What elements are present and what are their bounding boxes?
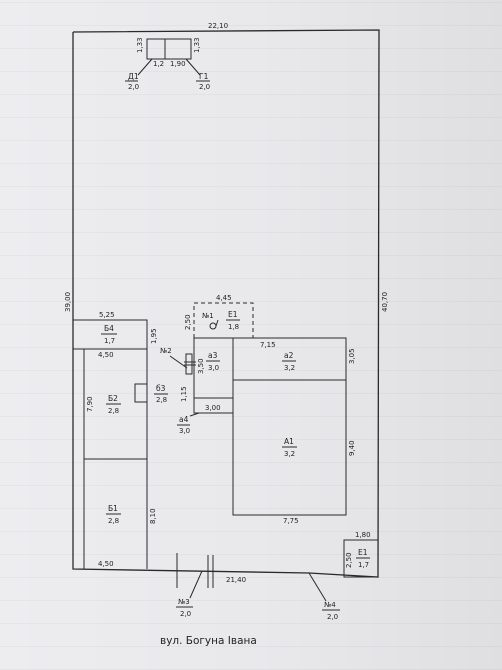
building-b3-value: 2,8 bbox=[156, 396, 167, 404]
well-label: №1 bbox=[202, 312, 214, 320]
main-house-outline bbox=[193, 337, 347, 516]
shed-g1-leader bbox=[185, 58, 201, 76]
structure-e1-bottom-height: 2,50 bbox=[345, 552, 353, 568]
room-a4-label: а4 bbox=[179, 415, 189, 424]
structure-e1-width: 4,45 bbox=[216, 294, 232, 302]
fence-n4-value: 2,0 bbox=[327, 613, 338, 621]
structure-e1-value: 1,8 bbox=[228, 323, 239, 331]
room-a2-label: а2 bbox=[284, 351, 294, 360]
plot-right-dimension: 40,70 bbox=[381, 292, 389, 312]
shed-g1-value: 2,0 bbox=[199, 83, 210, 91]
plot-bottom-dimension: 21,40 bbox=[226, 576, 246, 584]
gate-n3-label: №3 bbox=[178, 598, 190, 606]
shed-d1-left-dimension: 1,33 bbox=[136, 37, 144, 53]
building-b3-annex bbox=[134, 383, 148, 403]
structure-e1-bottom-outline bbox=[343, 539, 379, 578]
street-name: вул. Богуна Івана bbox=[160, 635, 257, 647]
building-b3-label: б3 bbox=[156, 384, 166, 393]
building-b1-side-dimension: 8,10 bbox=[149, 508, 157, 524]
plot-left-dimension: 39,00 bbox=[64, 292, 72, 312]
structure-e1-bottom-label: Е1 bbox=[358, 548, 368, 557]
building-b2-value: 2,8 bbox=[108, 407, 119, 415]
building-b4-side-dimension: 1,95 bbox=[150, 328, 158, 344]
main-house: а3 3,0 3,50 1,15 3,00 а4 3,0 7,15 а2 3,2… bbox=[177, 337, 356, 525]
building-b-group: 5,25 Б4 1,7 1,95 4,50 7,90 Б2 2,8 б3 2,8… bbox=[73, 311, 168, 569]
gate-n3-value: 2,0 bbox=[180, 610, 191, 618]
structure-e1-dashed-outline bbox=[193, 302, 254, 338]
building-b1-value: 2,8 bbox=[108, 517, 119, 525]
structure-e1-bottom-value: 1,7 bbox=[358, 561, 369, 569]
building-b4-label: Б4 bbox=[104, 324, 114, 333]
room-a3-label: а3 bbox=[208, 351, 218, 360]
well-icon bbox=[209, 322, 217, 330]
room-a1-side-dimension: 9,40 bbox=[348, 440, 356, 456]
room-a1-label: А1 bbox=[284, 437, 294, 446]
building-b4-bottom-dimension: 4,50 bbox=[98, 351, 114, 359]
building-b4-top-dimension: 5,25 bbox=[99, 311, 115, 319]
fence-n4: №4 2,0 bbox=[308, 572, 340, 621]
room-a4-value: 3,0 bbox=[179, 427, 190, 435]
room-a4-width: 3,00 bbox=[205, 404, 221, 412]
building-b2-label: Б2 bbox=[108, 394, 118, 403]
fence-n4-label: №4 bbox=[324, 601, 336, 609]
fence-n2-label: №2 bbox=[160, 347, 172, 355]
room-a2-side-dimension: 3,05 bbox=[348, 348, 356, 364]
shed-d1-leader bbox=[137, 58, 153, 76]
room-a3-side-dimension: 3,50 bbox=[197, 358, 205, 374]
room-a4-side-dimension: 1,15 bbox=[180, 386, 188, 402]
building-b4-value: 1,7 bbox=[104, 337, 115, 345]
room-a2-value: 3,2 bbox=[284, 364, 295, 372]
shed-d1-label: Д1 bbox=[128, 72, 139, 81]
shed-g1-width: 1,90 bbox=[170, 60, 186, 68]
shed-g1-label: Г1 bbox=[199, 72, 209, 81]
structure-e1-label: Е1 bbox=[228, 310, 238, 319]
room-a1-width: 7,75 bbox=[283, 517, 299, 525]
building-b1-label: Б1 bbox=[108, 504, 118, 513]
shed-d1-width: 1,2 bbox=[153, 60, 164, 68]
fence-n2: №2 bbox=[160, 347, 196, 375]
structure-e1-height: 2,50 bbox=[184, 314, 192, 330]
building-b2-side-dimension: 7,90 bbox=[86, 396, 94, 412]
building-b1-bottom-dimension: 4,50 bbox=[98, 560, 114, 568]
structure-e1-bottom: 1,80 2,50 Е1 1,7 bbox=[343, 531, 379, 578]
plot-top-dimension: 22,10 bbox=[208, 22, 228, 30]
shed-d1-g1: 1,33 1,33 1,2 1,90 Д1 2,0 Г1 2,0 bbox=[125, 37, 210, 91]
shed-g1-right-dimension: 1,33 bbox=[193, 37, 201, 53]
building-b-outline bbox=[73, 319, 148, 569]
shed-d1-value: 2,0 bbox=[128, 83, 139, 91]
room-a3-value: 3,0 bbox=[208, 364, 219, 372]
room-a1-value: 3,2 bbox=[284, 450, 295, 458]
gate-n3: №3 2,0 bbox=[176, 553, 214, 618]
structure-e1-bottom-width: 1,80 bbox=[355, 531, 371, 539]
structure-e1-top: 4,45 2,50 №1 Е1 1,8 bbox=[184, 294, 254, 338]
shed-outline bbox=[146, 38, 192, 60]
room-a2-width: 7,15 bbox=[260, 341, 276, 349]
